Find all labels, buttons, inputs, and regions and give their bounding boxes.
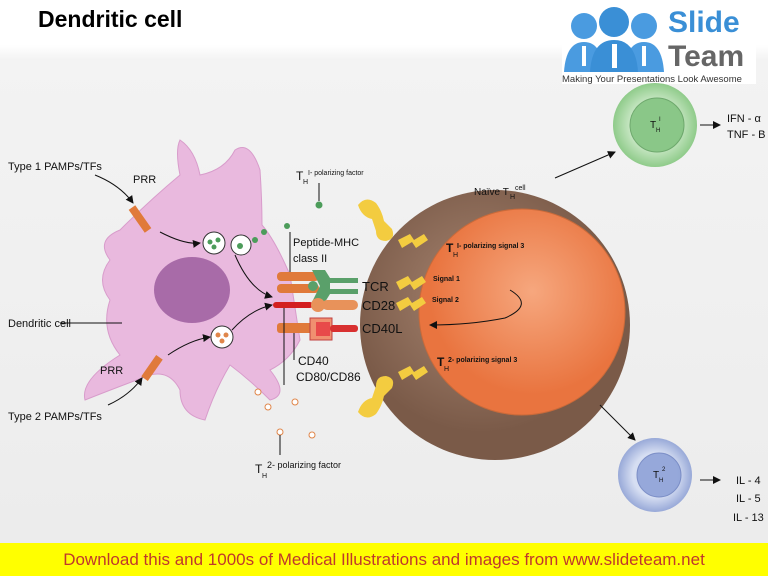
svg-text:T: T bbox=[296, 169, 304, 183]
cd40l-receptor bbox=[309, 317, 358, 341]
svg-text:cell: cell bbox=[515, 185, 526, 192]
logo-slide: Slide bbox=[668, 6, 740, 39]
tcr-label: TCR bbox=[362, 279, 389, 294]
svg-text:T: T bbox=[653, 470, 659, 481]
svg-text:T: T bbox=[650, 120, 656, 131]
svg-text:T: T bbox=[437, 355, 445, 369]
dendritic-cell-label: Dendritic cell bbox=[8, 318, 71, 330]
ifn-label: IFN - α bbox=[727, 113, 761, 125]
page-title: Dendritic cell bbox=[38, 6, 183, 32]
prr-receptor bbox=[128, 205, 152, 233]
svg-text:2- polarizing signal 3: 2- polarizing signal 3 bbox=[448, 357, 517, 364]
cd40 bbox=[277, 323, 317, 333]
svg-text:2: 2 bbox=[662, 467, 666, 473]
svg-text:H: H bbox=[262, 473, 267, 480]
cd80-cd86 bbox=[273, 302, 313, 308]
tcr-receptor bbox=[308, 270, 358, 302]
people-icon bbox=[564, 7, 664, 72]
peptide-mhc-label: Peptide-MHC bbox=[293, 237, 359, 249]
svg-text:T: T bbox=[255, 462, 263, 476]
dendritic-cell-diagram: Type 1 PAMPs/TFs PRR Dendritic cell PRR … bbox=[8, 83, 766, 524]
type1-pamps-label: Type 1 PAMPs/TFs bbox=[8, 161, 102, 173]
svg-text:H: H bbox=[656, 128, 660, 134]
th1-signal3-label: TH I- polarizing signal 3 bbox=[446, 241, 524, 259]
th2-signal3-label: TH 2- polarizing signal 3 bbox=[437, 355, 517, 373]
prr-label: PRR bbox=[133, 174, 156, 186]
th2-polarizing-factor-label: TH2- polarizing factor bbox=[255, 460, 341, 480]
dc-nucleus bbox=[154, 257, 230, 323]
naive-t-cell-nucleus bbox=[418, 208, 626, 416]
svg-text:H: H bbox=[659, 478, 663, 484]
cd40l-label: CD40L bbox=[362, 321, 402, 336]
prr-label-2: PRR bbox=[100, 365, 123, 377]
cd28-receptor bbox=[311, 298, 358, 312]
type2-pamps-label: Type 2 PAMPs/TFs bbox=[8, 411, 102, 423]
svg-text:Naïve T: Naïve T bbox=[474, 187, 509, 198]
slideteam-logo: Slide Team Making Your Presentations Loo… bbox=[562, 4, 756, 85]
svg-text:2- polarizing factor: 2- polarizing factor bbox=[267, 460, 341, 470]
cd40-label: CD40 bbox=[298, 354, 329, 368]
svg-text:H: H bbox=[510, 194, 515, 201]
signal-bolts bbox=[358, 199, 428, 418]
svg-text:I- polarizing signal 3: I- polarizing signal 3 bbox=[457, 243, 524, 250]
logo-tagline: Making Your Presentations Look Awesome bbox=[562, 74, 742, 85]
prr-receptor bbox=[141, 355, 163, 381]
il4-label: IL - 4 bbox=[736, 475, 761, 487]
svg-text:H: H bbox=[453, 252, 458, 259]
svg-text:I: I bbox=[659, 117, 661, 123]
logo-team: Team bbox=[668, 40, 745, 73]
il13-label: IL - 13 bbox=[733, 512, 764, 524]
cd28-label: CD28 bbox=[362, 298, 395, 313]
tnf-label: TNF - B bbox=[727, 129, 766, 141]
signal-arrow bbox=[429, 289, 522, 329]
peptide-mhc-class-label: class II bbox=[293, 253, 327, 265]
svg-text:I- polarizing factor: I- polarizing factor bbox=[308, 170, 364, 177]
il5-label: IL - 5 bbox=[736, 493, 761, 505]
svg-text:H: H bbox=[444, 366, 449, 373]
svg-text:T: T bbox=[446, 241, 454, 255]
signal2-label: Signal 2 bbox=[432, 297, 459, 304]
footer-banner[interactable]: Download this and 1000s of Medical Illus… bbox=[0, 543, 768, 576]
svg-text:H: H bbox=[303, 179, 308, 186]
signal1-label: Signal 1 bbox=[433, 276, 460, 283]
cd80-cd86-label: CD80/CD86 bbox=[296, 370, 361, 384]
